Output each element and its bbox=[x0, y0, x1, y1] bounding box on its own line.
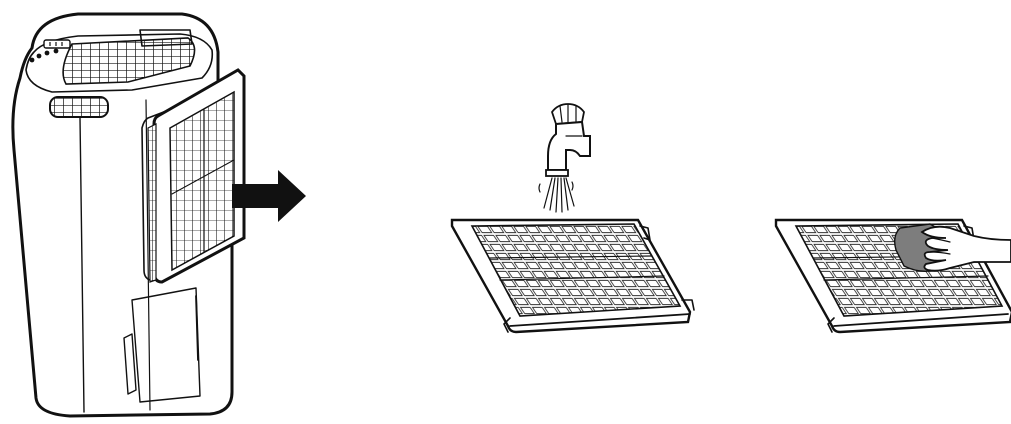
hand-icon bbox=[920, 225, 1011, 272]
dehumidifier-icon bbox=[11, 12, 234, 418]
water-tap-icon bbox=[545, 103, 591, 177]
control-panel-icon bbox=[29, 39, 71, 63]
arrow-right-icon bbox=[232, 170, 306, 222]
air-filter-icon bbox=[147, 68, 246, 284]
water-spray-icon bbox=[538, 177, 575, 213]
air-filter-icon bbox=[450, 218, 695, 334]
